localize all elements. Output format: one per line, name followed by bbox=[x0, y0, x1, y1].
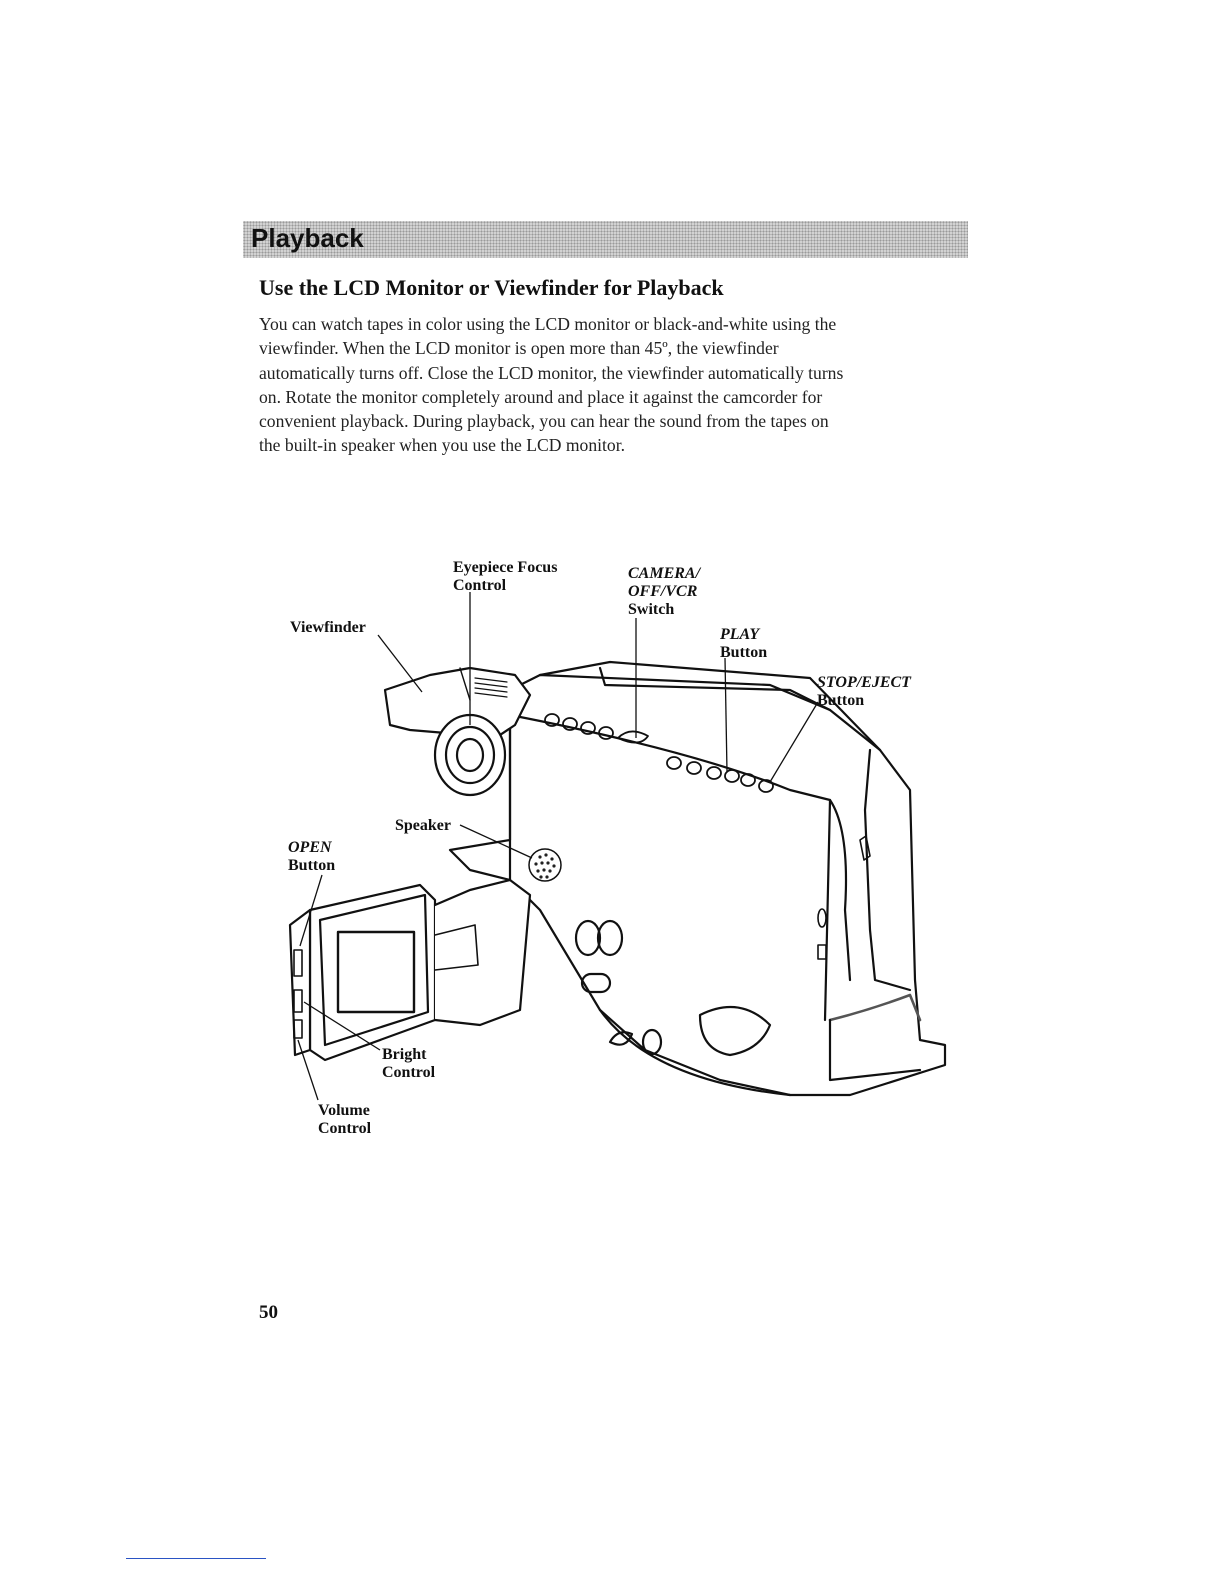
leader-stop-eject bbox=[769, 701, 819, 783]
section-title: Playback bbox=[251, 223, 364, 253]
callout-open-button: OPEN Button bbox=[288, 839, 336, 874]
section-header-bar: Playback bbox=[243, 221, 968, 258]
play-button bbox=[724, 769, 740, 783]
body-paragraph: You can watch tapes in color using the L… bbox=[259, 314, 844, 456]
stop-eject-button bbox=[758, 779, 774, 793]
callout-bright-control: Bright Control bbox=[382, 1046, 436, 1081]
camcorder-illustration bbox=[288, 660, 947, 1097]
callout-leader-lines bbox=[297, 592, 819, 1101]
leader-speaker bbox=[459, 824, 533, 859]
speaker-grille bbox=[528, 848, 562, 882]
page-number: 50 bbox=[259, 1302, 278, 1323]
camera-off-vcr-switch bbox=[617, 730, 649, 744]
camcorder-body bbox=[448, 673, 947, 1097]
lcd-screen bbox=[336, 930, 416, 1014]
subheading: Use the LCD Monitor or Viewfinder for Pl… bbox=[259, 275, 724, 300]
bright-control bbox=[293, 989, 303, 1013]
leader-viewfinder bbox=[377, 634, 423, 693]
leader-bright bbox=[303, 1001, 381, 1051]
leader-volume bbox=[297, 1039, 319, 1101]
callout-speaker: Speaker bbox=[395, 817, 451, 834]
volume-control bbox=[293, 949, 303, 977]
leader-play bbox=[724, 657, 728, 773]
callout-play-button: PLAY Button bbox=[720, 626, 768, 661]
callout-camera-switch: CAMERA/ OFF/VCR Switch bbox=[628, 565, 701, 618]
camcorder-diagram: Eyepiece Focus Control CAMERA/ OFF/VCR S… bbox=[270, 550, 960, 1150]
leader-open bbox=[299, 874, 323, 947]
footer-rule bbox=[126, 1558, 266, 1559]
callout-volume-control: Volume Control bbox=[318, 1102, 372, 1137]
callout-stop-eject-button: STOP/EJECT Button bbox=[817, 674, 911, 709]
callout-viewfinder: Viewfinder bbox=[290, 619, 366, 636]
callout-eyepiece-focus: Eyepiece Focus Control bbox=[453, 559, 558, 594]
